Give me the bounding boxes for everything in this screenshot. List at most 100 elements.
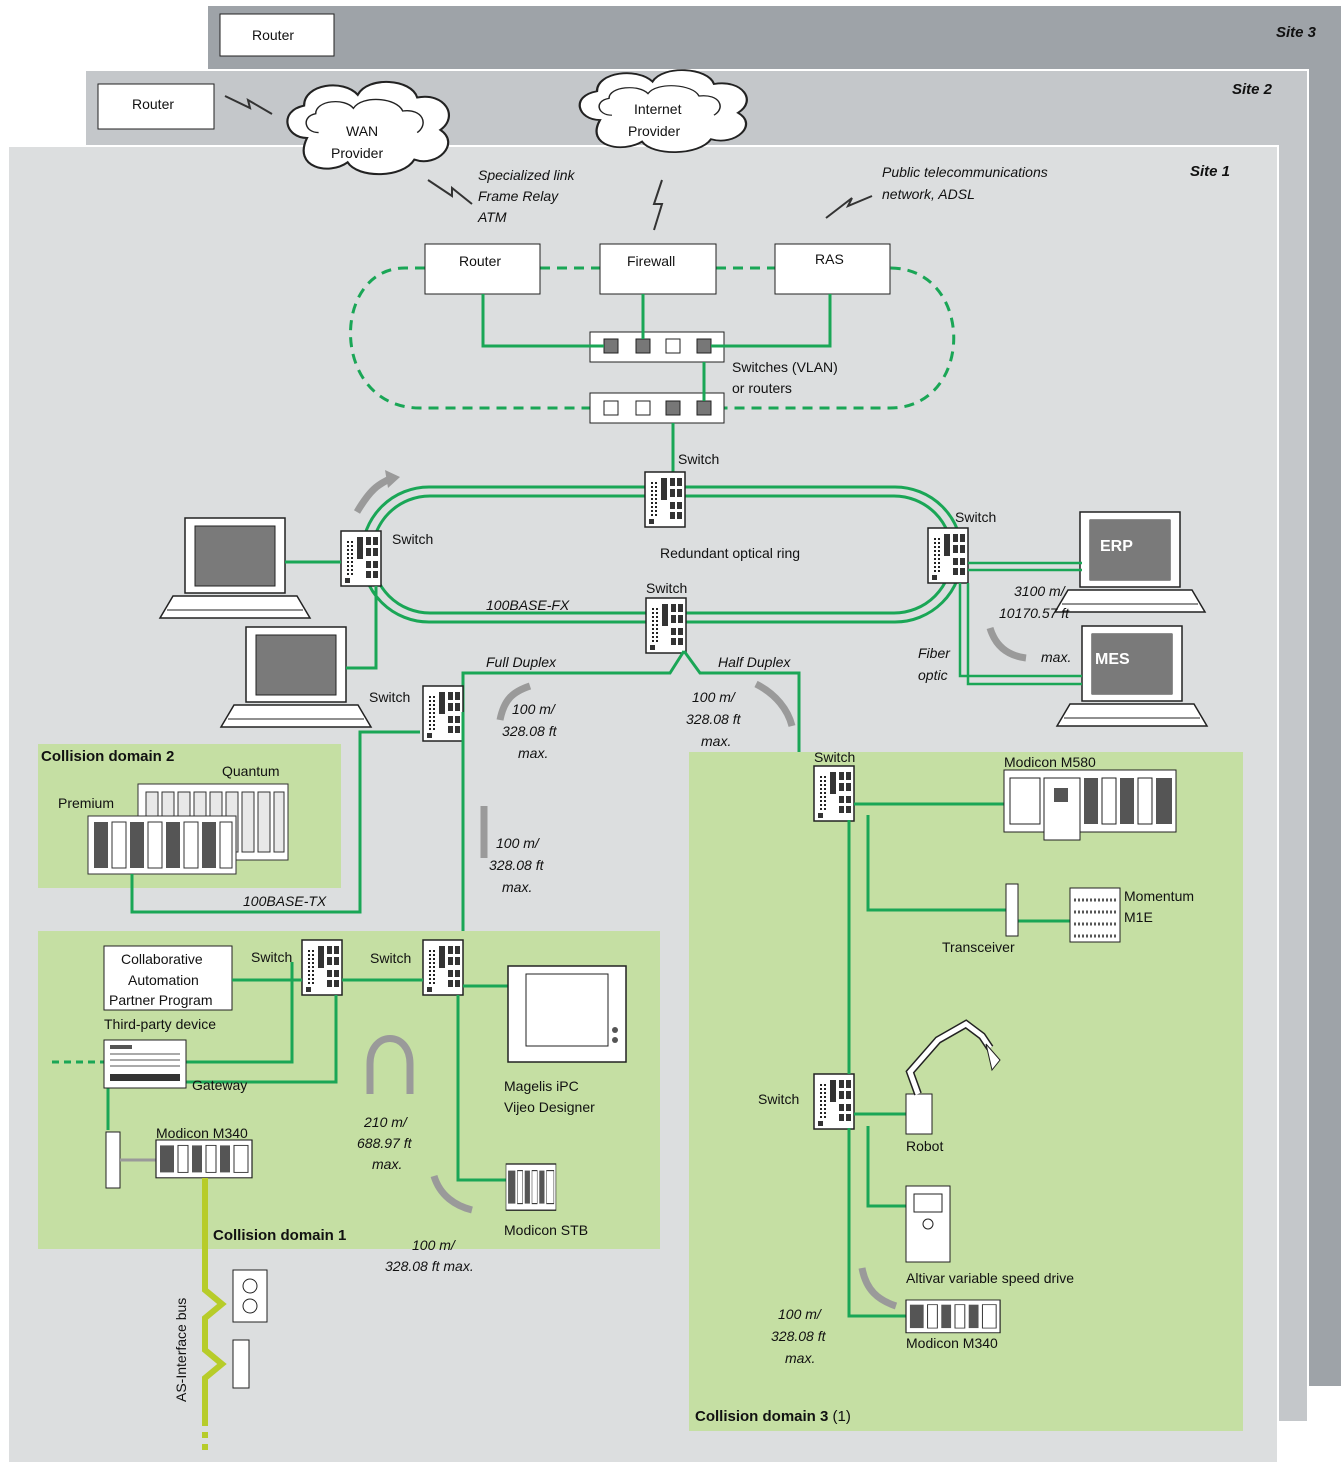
half-duplex-label: Half Duplex <box>718 654 791 670</box>
as-interface-label: AS-Interface bus <box>173 1298 189 1402</box>
switch-cd3-bottom <box>813 1073 855 1130</box>
altivar-label: Altivar variable speed drive <box>906 1270 1074 1286</box>
cap-label-3: Partner Program <box>109 992 212 1008</box>
ring-switch-left-label: Switch <box>392 531 433 547</box>
specialized-link-2: Frame Relay <box>478 188 559 204</box>
dist-c-2: 328.08 ft <box>686 711 742 727</box>
modicon-m340-cd3 <box>905 1299 1001 1334</box>
site2-router-label: Router <box>132 96 174 112</box>
base-tx-label: 100BASE-TX <box>243 893 327 909</box>
switch-cd1-left <box>301 939 343 996</box>
dist-f-2: 328.08 ft <box>771 1328 827 1344</box>
dist-d-arrow-icon <box>366 1035 414 1094</box>
ras-label: RAS <box>815 251 844 267</box>
vlan-switch-lower <box>589 392 725 424</box>
gateway-label: Gateway <box>192 1077 247 1093</box>
dist-d-1: 210 m/ <box>363 1114 409 1130</box>
ring-switch-bottom <box>645 597 687 654</box>
firewall-label: Firewall <box>627 253 675 269</box>
site2-label: Site 2 <box>1232 81 1273 98</box>
switch-cd2 <box>422 685 464 742</box>
ring-switch-top <box>644 471 686 528</box>
cd1-links <box>106 962 508 1182</box>
modicon-stb <box>505 1163 557 1211</box>
quantum-label: Quantum <box>222 763 280 779</box>
ring-switch-bottom-label: Switch <box>646 580 687 596</box>
frame-relay-bolt-icon <box>427 179 473 205</box>
modicon-m580-label: Modicon M580 <box>1004 754 1096 770</box>
cd3-links <box>847 802 1070 1318</box>
magelis-ipc <box>507 965 627 1063</box>
ras-box <box>774 243 891 295</box>
wan-label-2: Provider <box>331 145 383 161</box>
mes-screen <box>1092 634 1172 694</box>
momentum-label-2: M1E <box>1124 909 1153 925</box>
vlan-switch-label-1: Switches (VLAN) <box>732 359 838 375</box>
fiber-distance-1: 3100 m/ <box>1014 583 1067 599</box>
site3-router-box <box>219 13 335 57</box>
dist-d-3: max. <box>372 1156 402 1172</box>
magelis-label-2: Vijeo Designer <box>504 1099 595 1115</box>
transceiver-device <box>1005 883 1019 937</box>
transceiver-label: Transceiver <box>942 939 1015 955</box>
router-box <box>424 243 541 295</box>
fiber-distance-arrow-icon <box>986 626 1027 662</box>
mes-label: MES <box>1095 651 1130 668</box>
dist-b-1: 100 m/ <box>496 835 541 851</box>
dist-a-2: 328.08 ft <box>502 723 558 739</box>
switch-cd2-label: Switch <box>369 689 410 705</box>
dist-c-1: 100 m/ <box>692 689 737 705</box>
full-duplex-label: Full Duplex <box>486 654 557 670</box>
adsl-bolt-icon <box>825 195 873 219</box>
fiber-distance-2: 10170.57 ft <box>999 605 1070 621</box>
modicon-m340-cd1 <box>155 1139 253 1179</box>
wan-label-1: WAN <box>346 123 378 139</box>
vlan-switch-upper <box>589 331 725 363</box>
erp-mes-fiber-links <box>958 561 1082 686</box>
momentum-label-1: Momentum <box>1124 888 1194 904</box>
vlan-switch-label-2: or routers <box>732 380 792 396</box>
site3-router-label: Router <box>252 27 294 43</box>
erp-label: ERP <box>1100 538 1133 555</box>
dist-f-arrow-icon <box>858 1267 898 1310</box>
dist-a-arrow-icon <box>496 682 532 721</box>
switch-cd3-top <box>813 765 855 822</box>
dist-c-3: max. <box>701 733 731 749</box>
modicon-m580 <box>1003 769 1177 841</box>
altivar-drive <box>905 1185 951 1263</box>
dist-b-2: 328.08 ft <box>489 857 545 873</box>
public-network-1: Public telecommunications <box>882 164 1048 180</box>
dist-e-arrow-icon <box>430 1174 473 1214</box>
pc-links <box>285 560 378 670</box>
cd2-link <box>130 730 420 914</box>
ring-switch-right <box>927 527 969 584</box>
magelis-label-1: Magelis iPC <box>504 1078 579 1094</box>
switch-cd3-bottom-label: Switch <box>758 1091 799 1107</box>
dist-e-1: 100 m/ <box>412 1237 457 1253</box>
redundant-ring-label: Redundant optical ring <box>660 545 800 561</box>
specialized-link-3: ATM <box>477 209 507 225</box>
dist-f-1: 100 m/ <box>778 1306 823 1322</box>
dist-c-arrow-icon <box>754 680 796 727</box>
gateway-device <box>103 1039 187 1089</box>
backbone-links <box>481 294 832 478</box>
collision-domain-3-label: Collision domain 3 (1) <box>695 1408 851 1425</box>
dist-f-3: max. <box>785 1350 815 1366</box>
modicon-stb-label: Modicon STB <box>504 1222 588 1238</box>
base-fx-label: 100BASE-FX <box>486 597 570 613</box>
switch-cd1-right-label: Switch <box>370 950 411 966</box>
public-network-2: network, ADSL <box>882 186 975 202</box>
internet-bolt-icon <box>652 179 664 231</box>
dist-a-3: max. <box>518 745 548 761</box>
ring-switch-right-label: Switch <box>955 509 996 525</box>
ring-rotation-arrowhead-icon <box>385 470 400 488</box>
ring-switch-top-label: Switch <box>678 451 719 467</box>
cap-label-1: Collaborative <box>121 951 203 967</box>
cap-label-2: Automation <box>128 972 199 988</box>
switch-cd1-left-label: Switch <box>251 949 292 965</box>
specialized-link-1: Specialized link <box>478 167 575 183</box>
switch-cd1-right <box>422 939 464 996</box>
third-party-label: Third-party device <box>104 1016 216 1032</box>
collision-domain-3-title: Collision domain 3 <box>695 1408 828 1425</box>
